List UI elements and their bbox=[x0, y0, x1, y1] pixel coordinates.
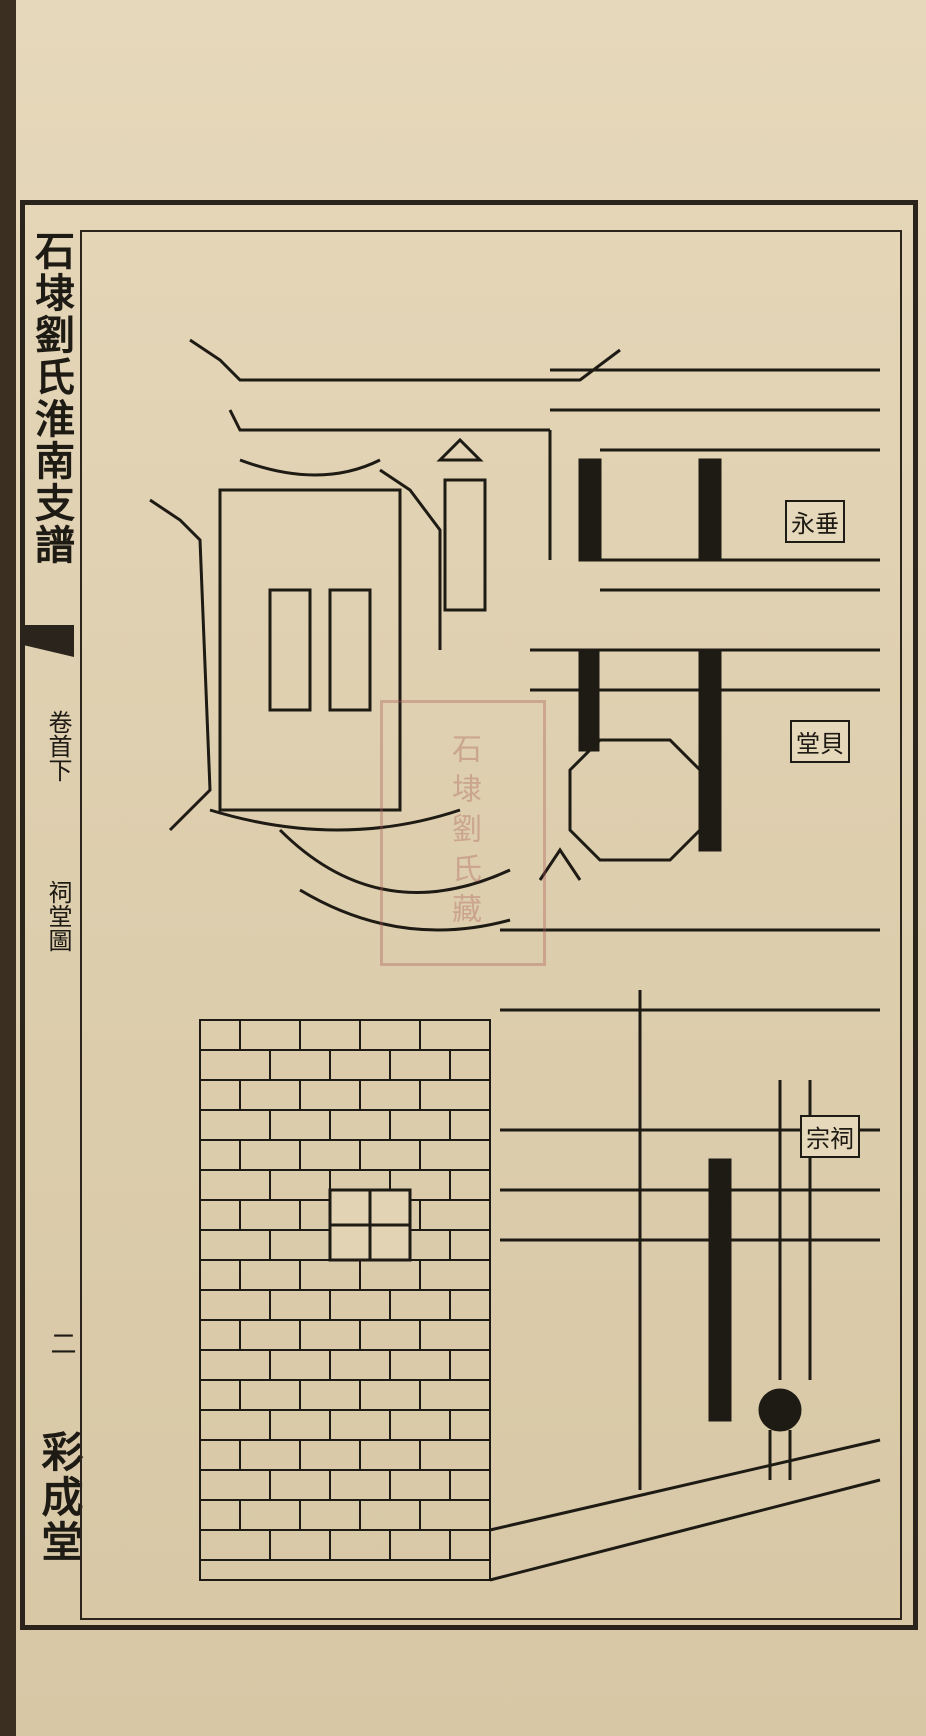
ancestral-hall-illustration bbox=[149, 338, 881, 1582]
brick-wall bbox=[199, 1019, 491, 1581]
label-2-text: 堂貝 bbox=[796, 730, 844, 758]
label-box-2: 堂貝 bbox=[790, 720, 850, 763]
pillar-5 bbox=[708, 1158, 732, 1422]
gate-window-left bbox=[268, 588, 312, 712]
gate-roof-line bbox=[189, 338, 621, 382]
inner-border bbox=[80, 230, 902, 1620]
label-3-text: 宗祠 bbox=[806, 1125, 854, 1153]
label-1-text: 永垂 bbox=[791, 510, 839, 538]
post-finial bbox=[436, 437, 484, 462]
pillar-2 bbox=[698, 458, 722, 562]
margin-column: 石埭劉氏淮南支譜 卷首下 祠堂圖 二 彩成堂 bbox=[25, 210, 84, 1620]
lantern-ornament bbox=[758, 1388, 802, 1432]
book-title: 石埭劉氏淮南支譜 bbox=[28, 230, 75, 566]
collector-seal: 石埭劉氏藏 bbox=[380, 700, 546, 966]
pillar-3 bbox=[578, 648, 600, 752]
gate-eave-left bbox=[149, 498, 212, 832]
seal-text: 石埭劉氏藏 bbox=[446, 733, 481, 933]
book-spine bbox=[0, 0, 16, 1736]
volume-label: 卷首下 bbox=[44, 710, 72, 782]
gate-window-right bbox=[328, 588, 372, 712]
gate-tower-body bbox=[218, 488, 402, 812]
pillar-1 bbox=[578, 458, 602, 562]
label-box-3: 宗祠 bbox=[800, 1115, 860, 1158]
publisher-name: 彩成堂 bbox=[35, 1430, 84, 1565]
section-label: 祠堂圖 bbox=[44, 880, 72, 952]
page-number: 二 bbox=[46, 1330, 76, 1356]
pillar-4 bbox=[698, 648, 722, 852]
label-box-1: 永垂 bbox=[785, 500, 845, 543]
octagon-window bbox=[568, 738, 702, 862]
outer-border bbox=[20, 200, 918, 1630]
